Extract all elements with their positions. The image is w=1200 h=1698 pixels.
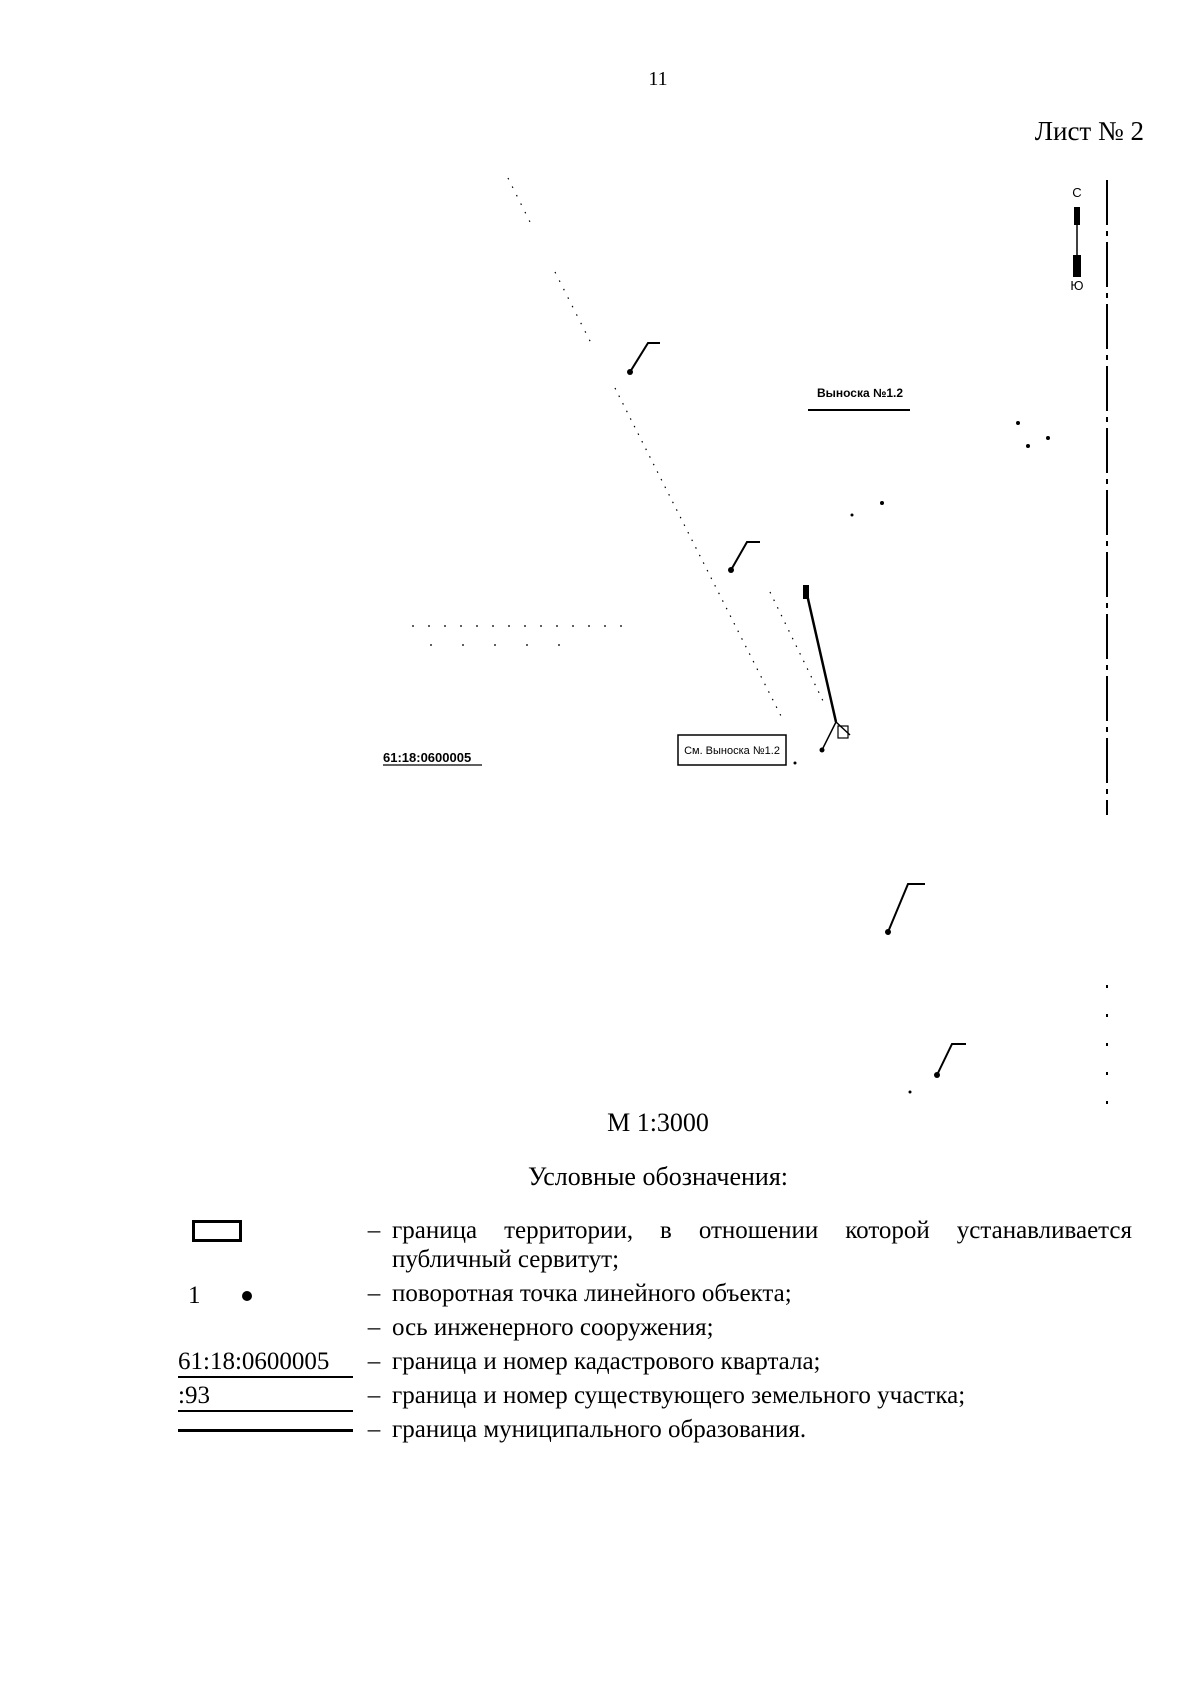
callout-reference-box bbox=[677, 734, 787, 766]
legend-row-land-parcel: :93 – граница и номер существующего земе… bbox=[178, 1381, 1132, 1412]
point-callout bbox=[934, 1043, 966, 1078]
page-number: 11 bbox=[648, 68, 668, 90]
point-callout bbox=[627, 342, 660, 375]
south-label: Ю bbox=[1070, 278, 1083, 293]
north-label: С bbox=[1072, 185, 1081, 200]
legend-text: граница и номер кадастрового квартала; bbox=[392, 1348, 821, 1375]
map-drawing: С Ю Выноска №1.2 bbox=[383, 177, 1108, 1105]
legend: – граница территории, в отношении которо… bbox=[178, 1216, 1132, 1449]
legend-text: граница и номер существующего земельного… bbox=[392, 1382, 966, 1409]
point-callout bbox=[885, 883, 925, 935]
legend-text: поворотная точка линейного объекта; bbox=[392, 1280, 792, 1307]
sheet-label: Лист № 2 bbox=[1034, 116, 1144, 146]
legend-title: Условные обозначения: bbox=[527, 1162, 789, 1191]
cadastral-quarter-symbol: 61:18:0600005 bbox=[178, 1347, 353, 1378]
legend-text: граница муниципального образования. bbox=[392, 1416, 807, 1443]
legend-text: ось инженерного сооружения; bbox=[392, 1314, 714, 1341]
map-scale: М 1:3000 bbox=[607, 1108, 709, 1137]
legend-text: граница территории, в отношении которой … bbox=[392, 1217, 1132, 1273]
point-callout bbox=[728, 541, 760, 573]
structure-axis-line bbox=[804, 589, 838, 723]
dotted-line bbox=[554, 271, 593, 346]
turning-point-number: 1 bbox=[188, 1282, 201, 1309]
legend-row-turning-point: 1 – поворотная точка линейного объекта; bbox=[178, 1279, 1132, 1309]
cadastral-quarter-label: 61:18:0600005 bbox=[383, 750, 471, 765]
callout-reference-boxed-label: См. Выноска №1.2 bbox=[684, 745, 780, 757]
legend-row-cadastral-quarter: 61:18:0600005 – граница и номер кадастро… bbox=[178, 1347, 1132, 1378]
legend-row-municipal-boundary: – граница муниципального образования. bbox=[178, 1415, 1132, 1444]
north-arrow-icon: С Ю bbox=[1070, 185, 1083, 293]
dotted-line bbox=[614, 387, 783, 719]
callout-reference-label: Выноска №1.2 bbox=[817, 386, 903, 400]
dotted-line bbox=[769, 591, 826, 706]
turning-point-dot-icon bbox=[242, 1291, 252, 1301]
dotted-line bbox=[507, 177, 531, 223]
easement-boundary-symbol-icon bbox=[192, 1220, 242, 1242]
legend-row-structure-axis: – ось инженерного сооружения; bbox=[178, 1313, 1132, 1342]
municipal-boundary-symbol-icon bbox=[178, 1429, 353, 1432]
legend-row-easement-boundary: – граница территории, в отношении которо… bbox=[178, 1216, 1132, 1274]
land-parcel-symbol: :93 bbox=[178, 1381, 353, 1412]
